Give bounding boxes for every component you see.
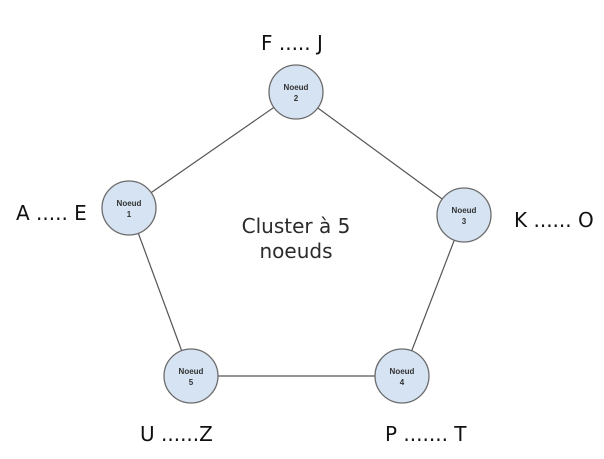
node-5-circle [163, 348, 219, 404]
node-3-number: 3 [462, 217, 467, 226]
node-1: Noeud 1 [101, 180, 157, 236]
range-label-node-3: K ...... O [514, 208, 594, 232]
node-5-number: 5 [189, 378, 194, 387]
range-label-node-2: F ..... J [261, 31, 323, 55]
edge-node-5-node-1 [128, 207, 192, 377]
node-3: Noeud 3 [436, 187, 492, 243]
edge-node-1-node-2 [128, 91, 297, 209]
node-2-circle [268, 64, 324, 120]
range-label-node-5: U ......Z [140, 422, 213, 446]
node-3-circle [436, 187, 492, 243]
node-4-circle [374, 348, 430, 404]
edge-node-3-node-4 [401, 214, 465, 377]
node-5-label: Noeud [179, 367, 204, 376]
node-2: Noeud 2 [268, 64, 324, 120]
cluster-title-line1: Cluster à 5 [241, 214, 351, 238]
node-1-circle [101, 180, 157, 236]
node-1-label: Noeud [117, 199, 142, 208]
node-4-label: Noeud [390, 367, 415, 376]
node-3-label: Noeud [452, 206, 477, 215]
node-1-number: 1 [127, 210, 132, 219]
node-2-label: Noeud [284, 83, 309, 92]
edge-node-2-node-3 [295, 91, 465, 216]
node-2-number: 2 [294, 94, 299, 103]
range-label-node-4: P ....... T [385, 422, 467, 446]
node-4-number: 4 [400, 378, 405, 387]
cluster-title-line2: noeuds [259, 239, 333, 263]
node-5: Noeud 5 [163, 348, 219, 404]
cluster-title: Cluster à 5 noeuds [196, 214, 396, 264]
range-label-node-1: A ..... E [16, 201, 87, 225]
node-4: Noeud 4 [374, 348, 430, 404]
